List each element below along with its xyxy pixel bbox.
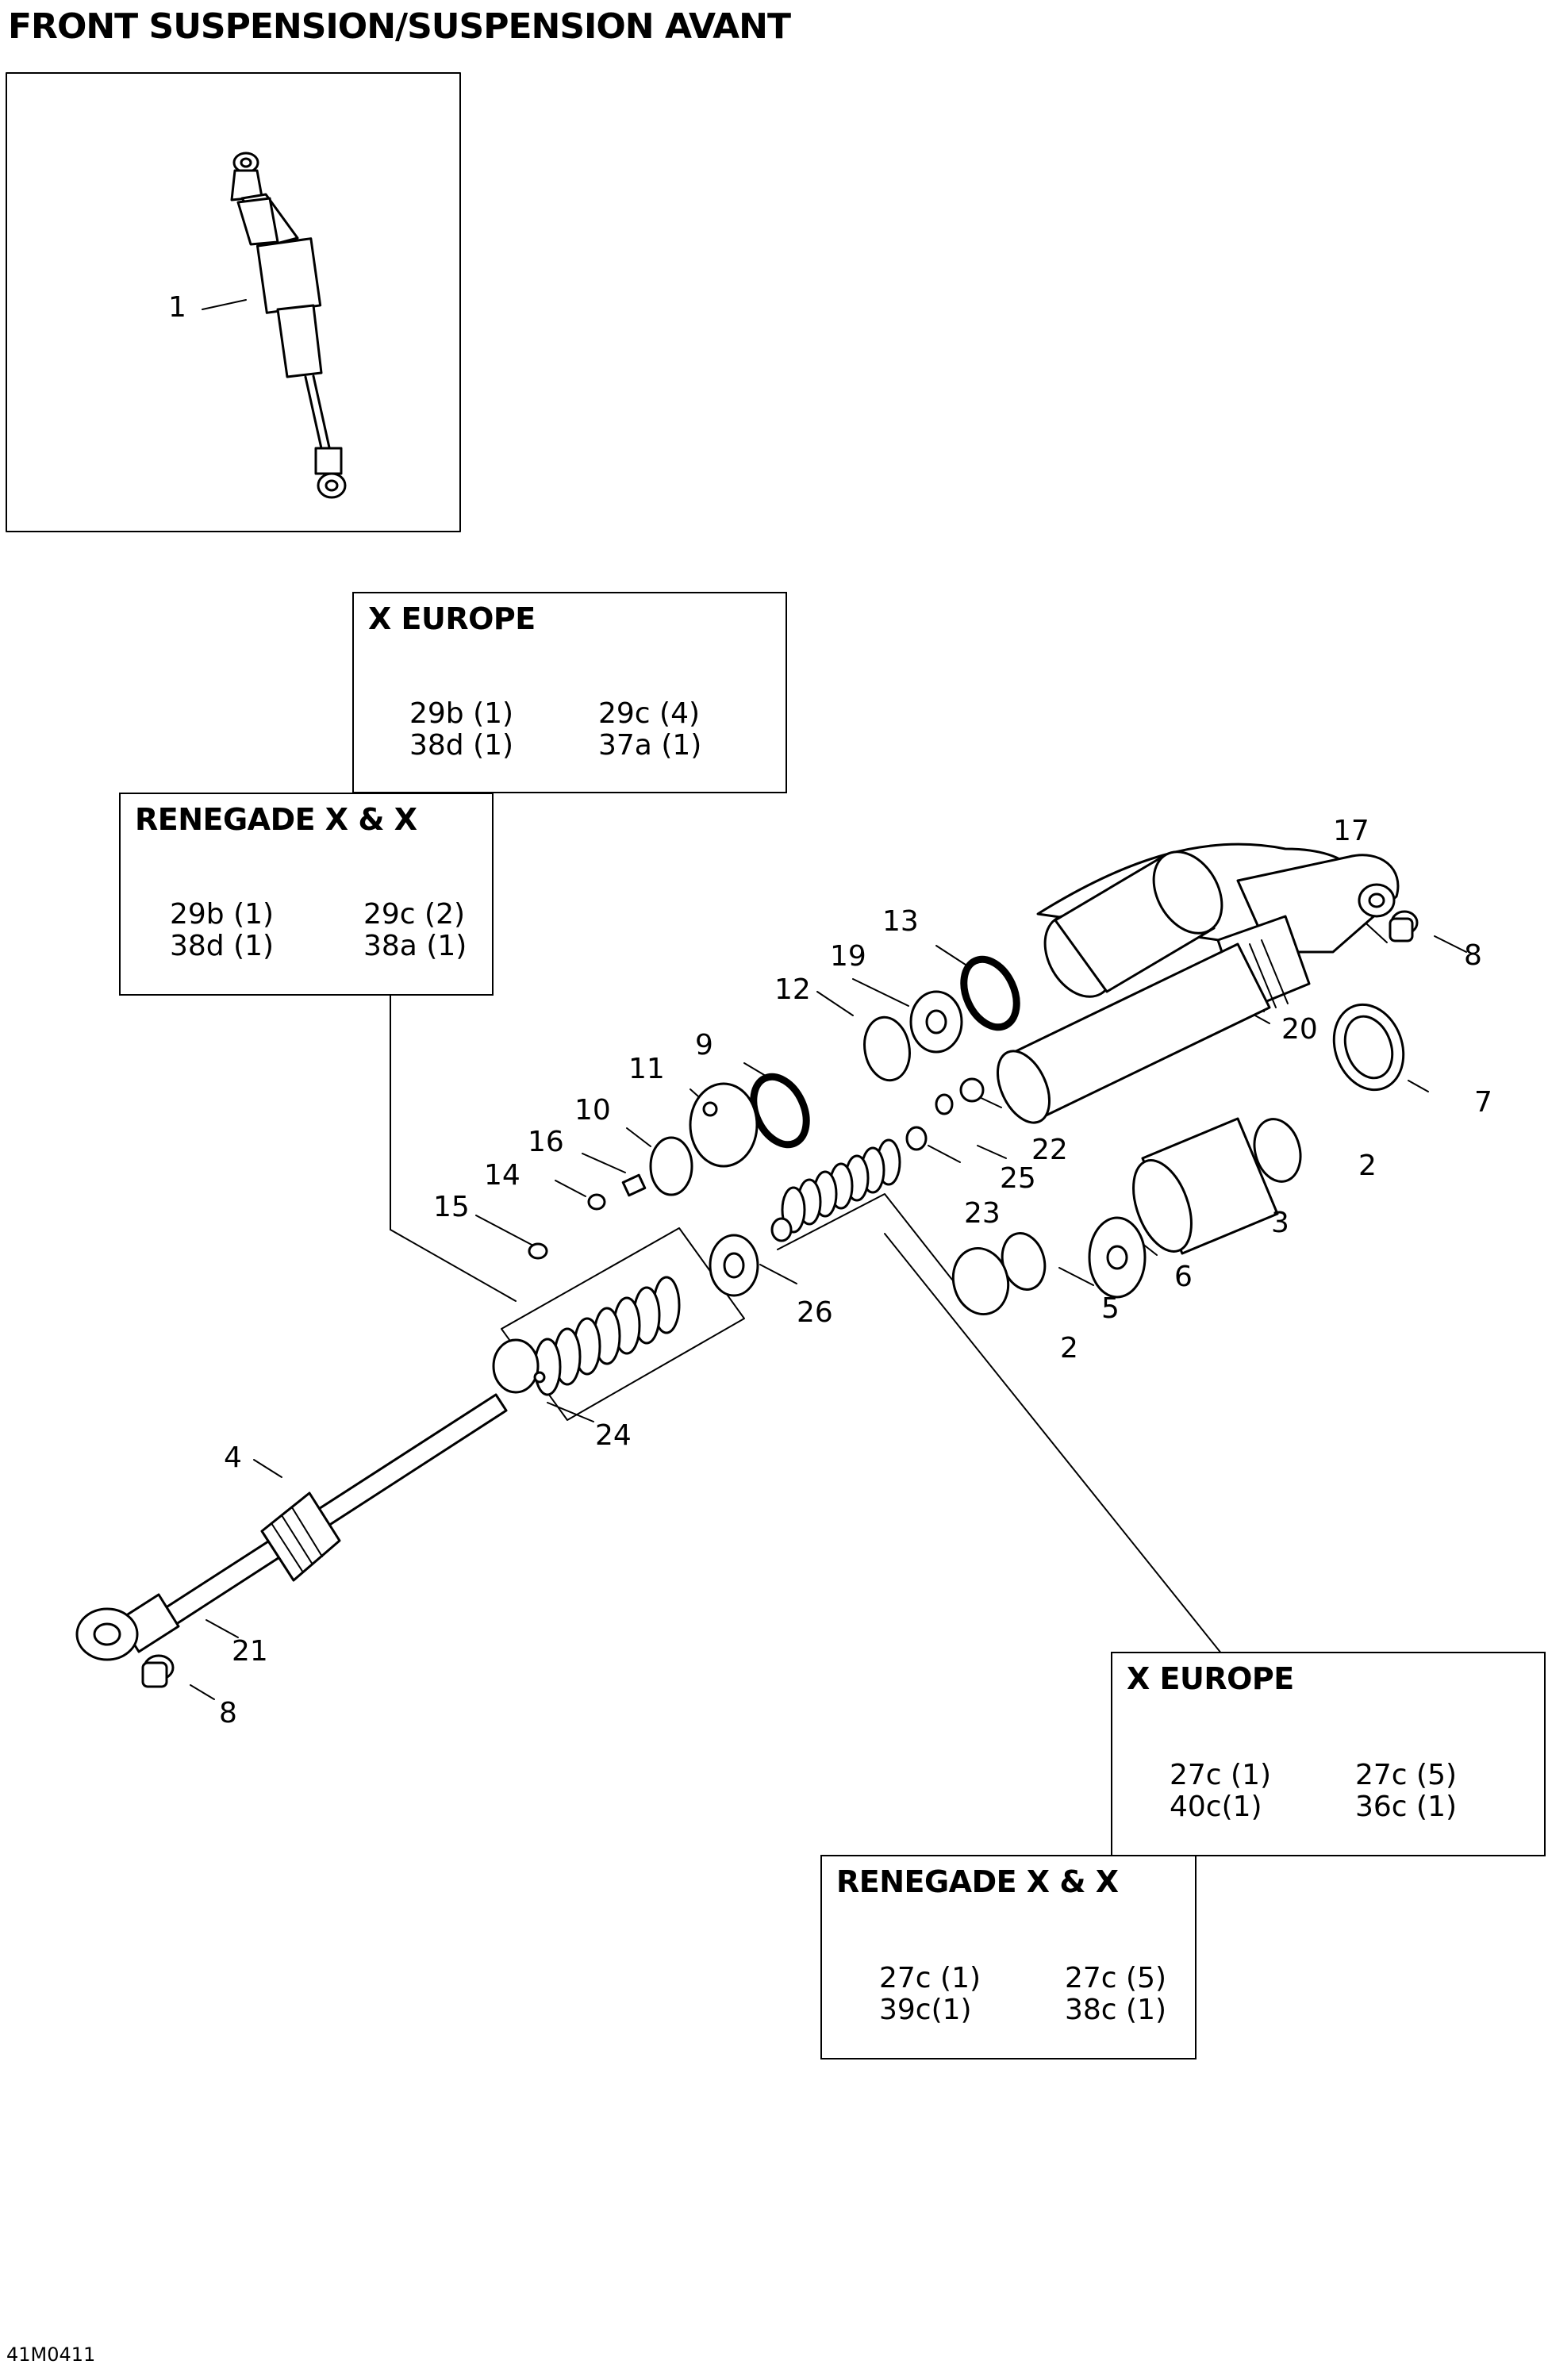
callout-14: 14 [484, 1159, 520, 1192]
table-cell: 38d (1) [170, 930, 275, 962]
table-heading: X EUROPE [1127, 1661, 1294, 1696]
table-cell: 40c(1) [1170, 1791, 1262, 1823]
table-cell: 38a (1) [363, 930, 467, 962]
shim-stack-right [770, 1138, 901, 1242]
shaft-threads [271, 1507, 323, 1573]
callout-3: 3 [1271, 1207, 1289, 1239]
callout-20: 20 [1281, 1013, 1318, 1046]
callout-22: 22 [1031, 1134, 1068, 1166]
callout-16: 16 [528, 1126, 564, 1158]
callout-6: 6 [1174, 1261, 1193, 1293]
callout-25: 25 [1000, 1162, 1036, 1195]
table-cell: 29b (1) [170, 898, 275, 931]
table-cell: 27c (1) [879, 1962, 981, 1994]
assembled-shock-illustration [230, 152, 347, 499]
callout-5: 5 [1101, 1292, 1120, 1325]
shim-stack-left [533, 1276, 681, 1396]
callout-1: 1 [168, 291, 186, 324]
callout-2: 2 [1060, 1332, 1078, 1365]
callout-26: 26 [797, 1296, 833, 1329]
table-cell: 29c (4) [598, 697, 701, 730]
callout-2: 2 [1358, 1150, 1377, 1182]
table-heading: RENEGADE X & X [135, 802, 417, 837]
callout-8: 8 [219, 1697, 237, 1729]
table-cell: 27c (5) [1355, 1759, 1458, 1791]
page-title: FRONT SUSPENSION/SUSPENSION AVANT [8, 6, 791, 47]
table-cell: 39c(1) [879, 1994, 972, 2026]
table-cell: 36c (1) [1355, 1791, 1458, 1823]
table-cell: 29b (1) [409, 697, 514, 730]
table-cell: 38c (1) [1065, 1994, 1167, 2026]
callout-4: 4 [224, 1441, 242, 1474]
overview-frame [6, 72, 461, 532]
table-heading: X EUROPE [368, 601, 536, 636]
callout-15: 15 [433, 1191, 470, 1223]
callout-9: 9 [695, 1029, 713, 1061]
table-cell: 29c (2) [363, 898, 466, 931]
callout-24: 24 [595, 1419, 632, 1452]
callout-21: 21 [232, 1635, 268, 1668]
callout-11: 11 [628, 1053, 665, 1085]
drawing-code: 41M0411 [6, 2344, 96, 2366]
callout-8: 8 [1464, 939, 1482, 972]
callout-7: 7 [1474, 1086, 1492, 1119]
table-heading: RENEGADE X & X [836, 1864, 1119, 1899]
callout-17: 17 [1333, 815, 1369, 847]
table-cell: 27c (5) [1065, 1962, 1167, 1994]
table-cell: 38d (1) [409, 729, 514, 762]
exploded-parts [75, 843, 1419, 1688]
callout-12: 12 [774, 973, 811, 1006]
callout-10: 10 [574, 1094, 611, 1127]
table-renegade-bottom: RENEGADE X & X 27c (1) 27c (5) 39c(1) 38… [820, 1855, 1197, 2059]
table-renegade-top: RENEGADE X & X 29b (1) 29c (2) 38d (1) 3… [119, 793, 494, 996]
callout-13: 13 [882, 905, 919, 938]
table-cell: 37a (1) [598, 729, 702, 762]
table-x-europe-bottom: X EUROPE 27c (1) 27c (5) 40c(1) 36c (1) [1111, 1652, 1546, 1856]
callout-23: 23 [964, 1197, 1001, 1230]
table-x-europe-top: X EUROPE 29b (1) 29c (4) 38d (1) 37a (1) [352, 592, 787, 793]
table-cell: 27c (1) [1170, 1759, 1272, 1791]
callout-19: 19 [830, 940, 866, 973]
